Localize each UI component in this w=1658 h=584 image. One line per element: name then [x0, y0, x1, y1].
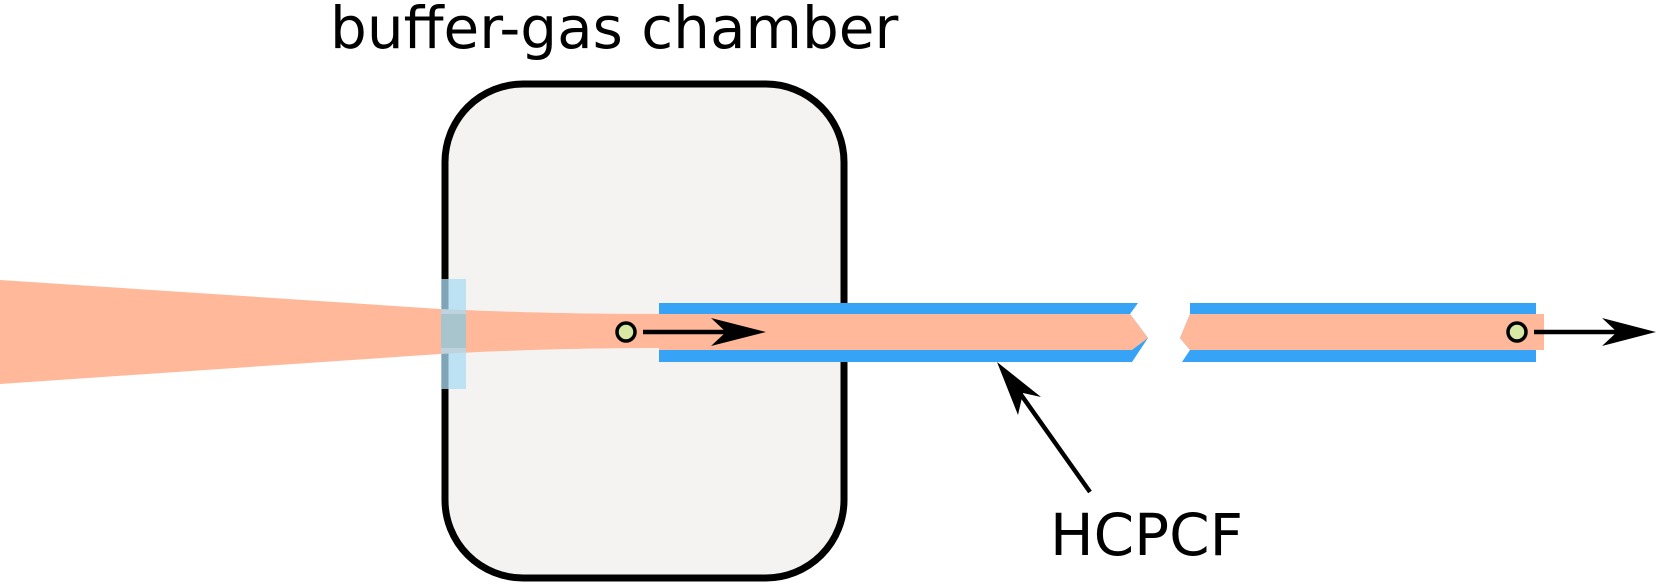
chamber-label: buffer-gas chamber: [330, 0, 898, 62]
hcpcf-pointer-shaft: [1010, 380, 1092, 494]
hcpcf-pointer-arrowhead: [997, 362, 1041, 415]
fiber-core-2: [1180, 314, 1544, 350]
chamber-window-overlap: [441, 314, 466, 348]
motion-arrowhead-1: [711, 318, 766, 346]
fiber-core-1: [659, 314, 1148, 350]
particle-at-exit: [1506, 321, 1528, 343]
particle-in-chamber: [615, 321, 637, 343]
chamber-window: [441, 279, 466, 389]
motion-arrowhead-2: [1602, 318, 1656, 346]
hcpcf-segment-2: [1180, 303, 1544, 362]
hcpcf-segment-1: [659, 303, 1148, 362]
laser-beam: [0, 280, 680, 384]
fiber-label: HCPCF: [1050, 501, 1243, 569]
